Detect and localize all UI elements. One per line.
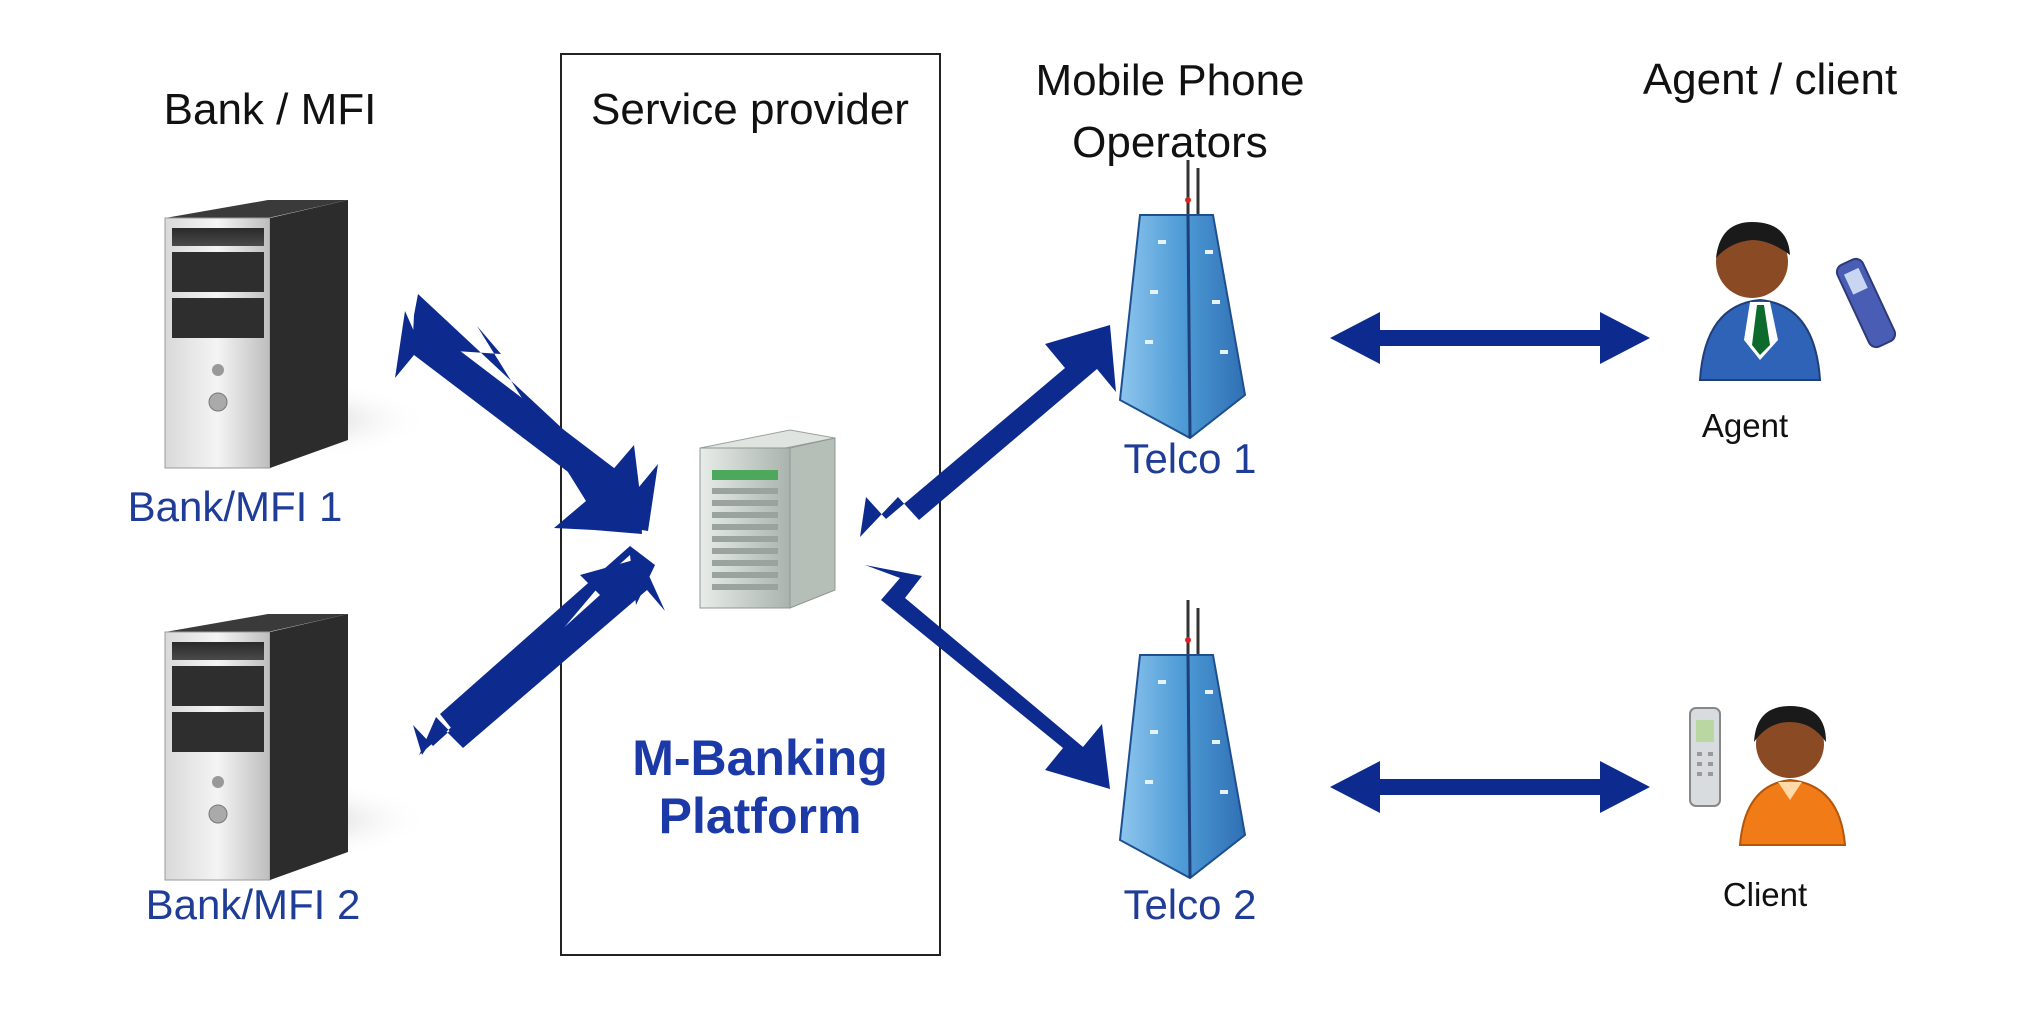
bank-mfi-1-label: Bank/MFI 1 bbox=[127, 483, 343, 530]
arrow-telco2-client bbox=[1330, 761, 1650, 813]
agent-client-header: Agent / client bbox=[1642, 55, 1898, 104]
mobile-phone-icon bbox=[1689, 707, 1721, 807]
service-provider-box bbox=[560, 53, 941, 956]
server-icon bbox=[699, 429, 836, 609]
pc-tower-icon bbox=[164, 200, 430, 469]
telecom-tower-icon bbox=[1118, 600, 1247, 880]
arrow-bank2-platform bbox=[419, 546, 655, 755]
telco-1-label: Telco 1 bbox=[1123, 435, 1257, 482]
m-banking-platform-label: M-Banking Platform bbox=[632, 730, 888, 844]
arrow-bank2-platform bbox=[413, 558, 665, 755]
pc-tower-icon bbox=[164, 614, 430, 881]
mobile-phone-icon bbox=[1835, 257, 1897, 349]
person-icon bbox=[1698, 222, 1822, 381]
arrow-platform-telco1 bbox=[860, 325, 1116, 537]
bank-mfi-2-label: Bank/MFI 2 bbox=[145, 881, 361, 928]
person-icon bbox=[1738, 706, 1847, 846]
telco-2-label: Telco 2 bbox=[1123, 881, 1257, 928]
arrow-bank1-platform bbox=[395, 311, 658, 531]
bank-mfi-header: Bank / MFI bbox=[163, 85, 377, 134]
mobile-operators-header: Mobile Phone Operators bbox=[1035, 56, 1305, 167]
telecom-tower-icon bbox=[1118, 160, 1247, 440]
agent-label: Agent bbox=[1701, 407, 1789, 444]
service-provider-header: Service provider bbox=[591, 85, 909, 134]
arrow-telco1-agent bbox=[1330, 312, 1650, 364]
client-label: Client bbox=[1722, 876, 1808, 913]
arrow-platform-telco2 bbox=[865, 565, 1110, 789]
